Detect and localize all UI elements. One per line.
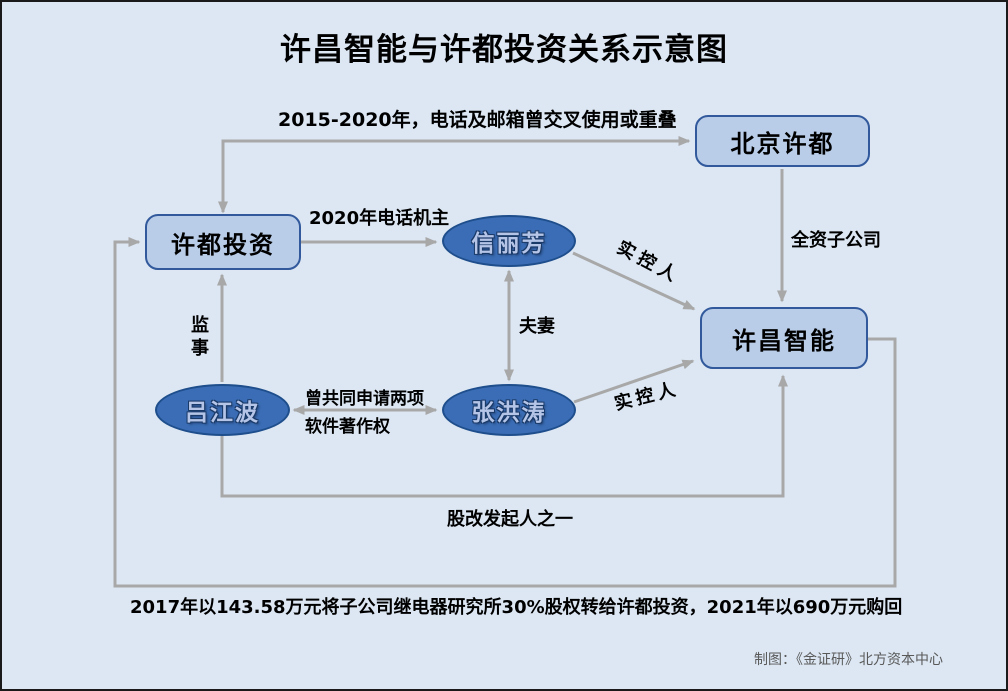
node-beijing-xudu-label: 北京许都 — [730, 129, 835, 158]
node-xuchang-intelligent: 许昌智能 — [700, 307, 868, 369]
node-xin-lifang-label: 信丽芳 — [471, 231, 547, 257]
node-xudu-investment-label: 许都投资 — [171, 230, 275, 259]
label-wholly-owned-subsidiary: 全资子公司 — [791, 230, 881, 251]
edge-actual-controller-xin — [572, 251, 696, 311]
label-software-copyright-line2: 软件著作权 — [305, 417, 390, 437]
node-xudu-investment: 许都投资 — [145, 214, 301, 270]
node-xuchang-intelligent-label: 许昌智能 — [732, 326, 836, 355]
edge-equity-transfer — [113, 237, 897, 588]
node-zhang-hongtao-label: 张洪涛 — [471, 400, 547, 426]
credit-line: 制图：《金证研》北方资本中心 — [754, 652, 943, 668]
label-couple: 夫妻 — [519, 316, 555, 337]
node-lv-jiangbo: 吕江波 — [155, 384, 290, 436]
label-phone-email-overlap: 2015-2020年，电话及邮箱曾交叉使用或重叠 — [278, 109, 677, 131]
label-reform-initiator: 股改发起人之一 — [447, 509, 573, 530]
edge-phone-email-overlap — [218, 136, 691, 214]
diagram-title: 许昌智能与许都投资关系示意图 — [280, 32, 728, 68]
edge-reform-initiator — [220, 374, 788, 498]
node-lv-jiangbo-label: 吕江波 — [185, 400, 260, 426]
label-equity-transfer: 2017年以143.58万元将子公司继电器研究所30%股权转给许都投资，2021… — [130, 597, 903, 618]
node-beijing-xudu: 北京许都 — [695, 115, 870, 167]
label-software-copyright-line1: 曾共同申请两项 — [305, 389, 424, 409]
node-zhang-hongtao: 张洪涛 — [442, 384, 576, 436]
node-xin-lifang: 信丽芳 — [442, 215, 576, 267]
label-supervisor: 监事 — [191, 315, 209, 359]
label-software-copyright: 曾共同申请两项 软件著作权 — [305, 385, 424, 441]
label-phone-owner-2020: 2020年电话机主 — [309, 208, 450, 229]
edge-actual-controller-zhang — [573, 359, 695, 404]
